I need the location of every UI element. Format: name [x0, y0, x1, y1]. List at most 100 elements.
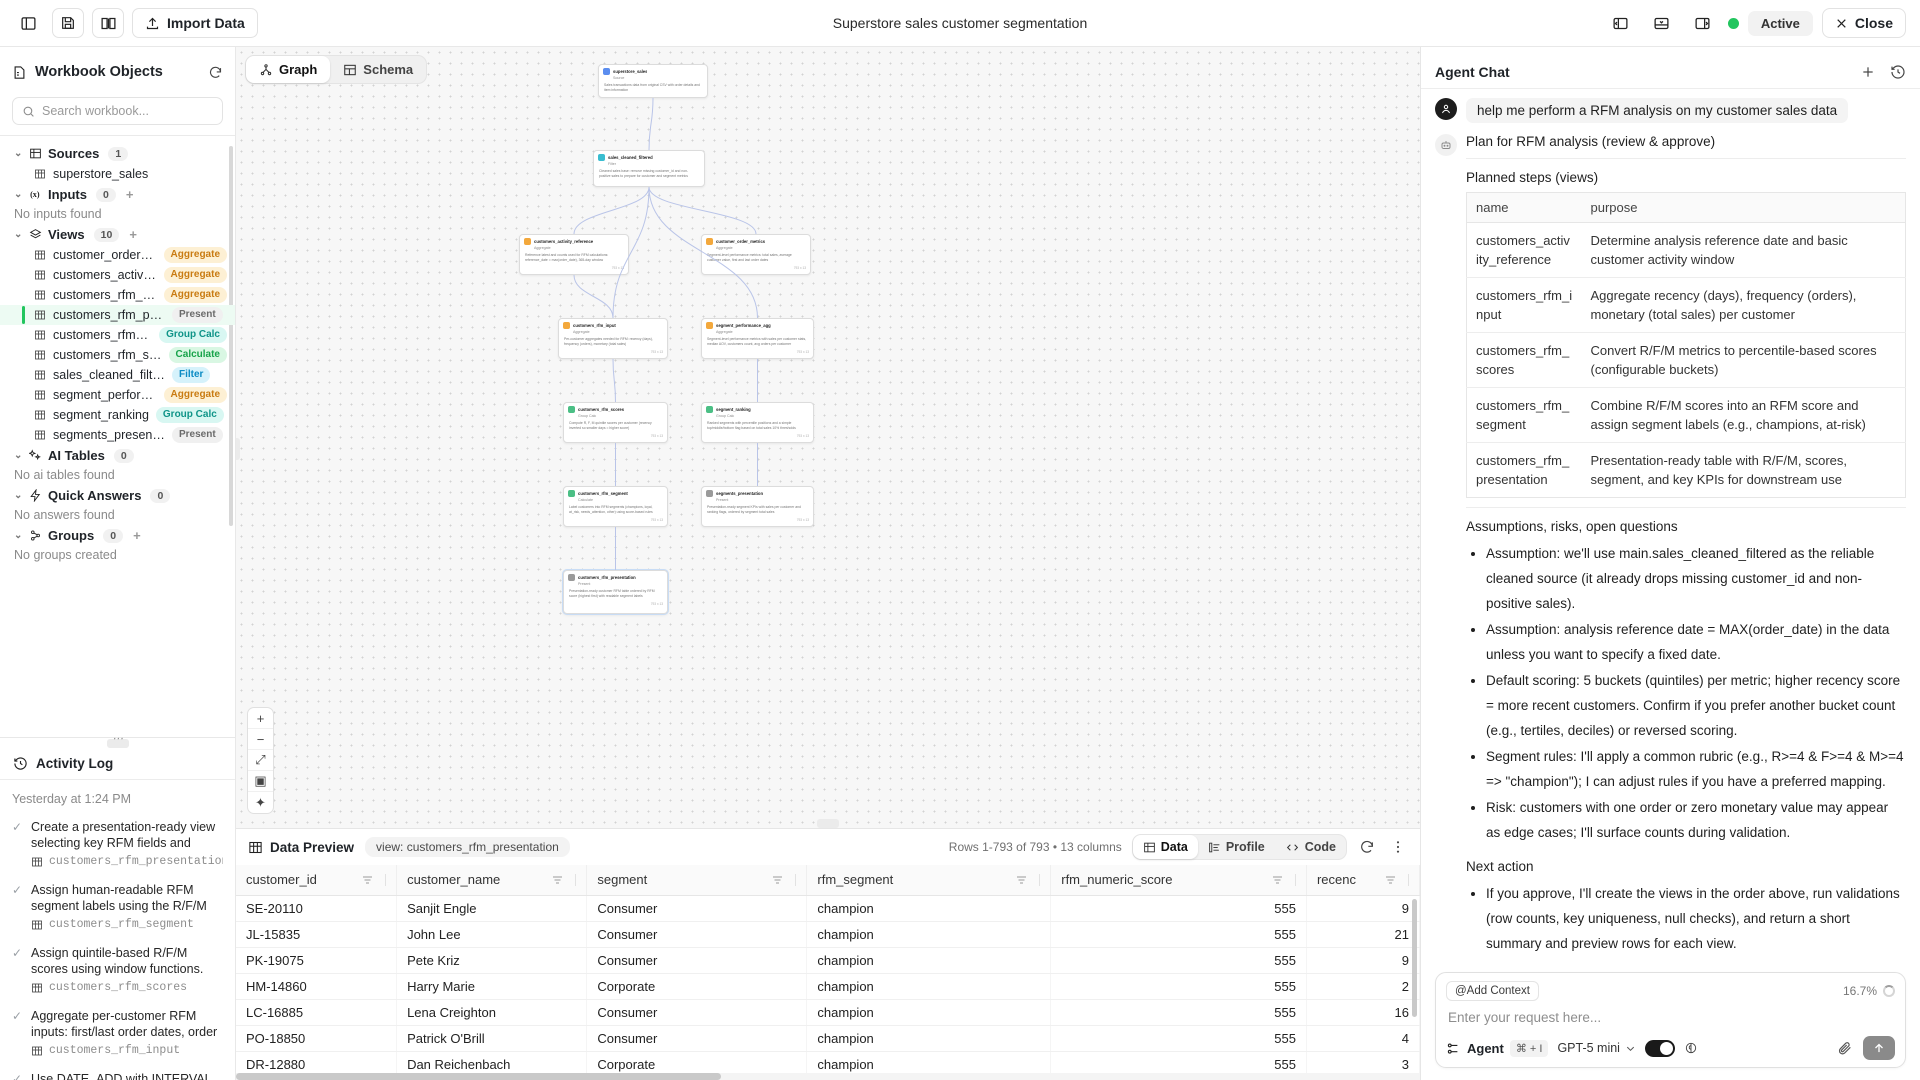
column-header-rfm_numeric_score[interactable]: rfm_numeric_score — [1050, 865, 1307, 896]
filter-icon[interactable] — [1384, 875, 1397, 885]
brain-icon[interactable] — [1684, 1041, 1698, 1055]
activity-ref[interactable]: customers_rfm_segment — [31, 918, 223, 931]
data-table-hscroll[interactable] — [236, 1073, 1420, 1080]
thinking-toggle[interactable] — [1644, 1039, 1675, 1057]
activity-item[interactable]: ✓Aggregate per-customer RFM inputs: firs… — [12, 1008, 223, 1057]
status-badge[interactable]: Active — [1747, 10, 1813, 36]
filter-icon[interactable] — [551, 875, 564, 885]
refresh-icon[interactable] — [208, 65, 223, 80]
column-header-recenc[interactable]: recenc — [1306, 865, 1420, 896]
tree-item-segments-presentati[interactable]: segments_presentati...Present — [0, 425, 235, 445]
data-table-vscroll[interactable] — [1412, 899, 1417, 1017]
activity-ref[interactable]: customers_rfm_input — [31, 1044, 223, 1057]
tree-item-customer-order-m[interactable]: customer_order_m...Aggregate — [0, 245, 235, 265]
save-button[interactable] — [52, 8, 84, 38]
zoom-out-button[interactable]: − — [248, 729, 273, 750]
lock-view-button[interactable]: ▣ — [248, 771, 273, 792]
tree-item-customers-activity[interactable]: customers_activity...Aggregate — [0, 265, 235, 285]
search-input[interactable] — [42, 104, 213, 118]
toggle-sidebar-button[interactable] — [12, 8, 44, 38]
tree-item-segment-perform[interactable]: segment_perform...Aggregate — [0, 385, 235, 405]
activity-item[interactable]: ✓Use DATE_ADD with INTERVAL syntax — [12, 1071, 223, 1080]
activity-item[interactable]: ✓Create a presentation-ready view select… — [12, 819, 223, 868]
chat-history-icon[interactable] — [1890, 64, 1906, 80]
preview-tab-profile[interactable]: Profile — [1198, 835, 1275, 859]
column-header-rfm_segment[interactable]: rfm_segment — [806, 865, 1052, 896]
panel-bottom-icon[interactable] — [1645, 8, 1678, 38]
attachment-icon[interactable] — [1837, 1040, 1853, 1056]
column-header-customer_id[interactable]: customer_id — [236, 865, 398, 896]
agent-mode-button[interactable]: Agent ⌘ + I — [1446, 1039, 1549, 1057]
tree-item-customers-rfm-seg[interactable]: customers_rfm_seg...Calculate — [0, 345, 235, 365]
filter-icon[interactable] — [1271, 875, 1284, 885]
docs-button[interactable] — [92, 8, 124, 38]
fit-view-button[interactable]: ⤢ — [248, 750, 273, 771]
new-chat-icon[interactable] — [1860, 64, 1876, 80]
more-options-icon[interactable] — [1388, 839, 1408, 855]
auto-layout-button[interactable]: ✦ — [255, 794, 266, 810]
tree-item-superstore-sales[interactable]: superstore_sales — [0, 164, 235, 184]
activity-item[interactable]: ✓Assign human-readable RFM segment label… — [12, 882, 223, 931]
preview-tab-code[interactable]: Code — [1275, 835, 1346, 859]
activity-ref[interactable]: customers_rfm_presentation — [31, 855, 223, 868]
refresh-preview-icon[interactable] — [1357, 839, 1377, 855]
tab-graph[interactable]: Graph — [246, 56, 331, 83]
column-header-customer_name[interactable]: customer_name — [396, 865, 588, 896]
add-icon[interactable]: + — [129, 227, 137, 242]
tree-item-customers-rfm-s[interactable]: customers_rfm_s...Group Calc — [0, 325, 235, 345]
chat-input[interactable]: Enter your request here... — [1448, 1010, 1602, 1025]
search-workbook[interactable] — [12, 97, 223, 125]
activity-item[interactable]: ✓Assign quintile-based R/F/M scores usin… — [12, 945, 223, 994]
chat-messages[interactable]: help me perform a RFM analysis on my cus… — [1421, 89, 1920, 972]
tree-item-customers-rfm-in[interactable]: customers_rfm_in...Aggregate — [0, 285, 235, 305]
zoom-in-button[interactable]: + — [248, 708, 273, 729]
import-data-button[interactable]: Import Data — [132, 8, 258, 38]
column-header-segment[interactable]: segment — [586, 865, 808, 896]
activity-ref[interactable]: customers_rfm_scores — [31, 981, 223, 994]
send-button[interactable] — [1863, 1036, 1895, 1060]
panel-right-icon[interactable] — [1686, 8, 1719, 38]
tab-schema[interactable]: Schema — [330, 56, 426, 83]
model-selector[interactable]: GPT-5 mini — [1557, 1041, 1636, 1055]
canvas-resize-handle-bottom[interactable] — [817, 819, 839, 828]
filter-icon[interactable] — [361, 875, 374, 885]
close-button[interactable]: Close — [1821, 8, 1906, 38]
preview-tab-data[interactable]: Data — [1132, 835, 1198, 859]
add-context-button[interactable]: @Add Context — [1446, 981, 1539, 1001]
sidebar-resize-handle[interactable] — [0, 732, 235, 748]
sidebar-scrollbar[interactable] — [229, 146, 233, 526]
filter-icon[interactable] — [1015, 875, 1028, 885]
panel-left-icon[interactable] — [1604, 8, 1637, 38]
canvas-resize-handle-left[interactable] — [236, 437, 240, 460]
tree-item-customers-rfm-pres[interactable]: customers_rfm_pres...Present — [0, 305, 235, 325]
filter-icon[interactable] — [771, 875, 784, 885]
add-icon[interactable]: + — [133, 528, 141, 543]
